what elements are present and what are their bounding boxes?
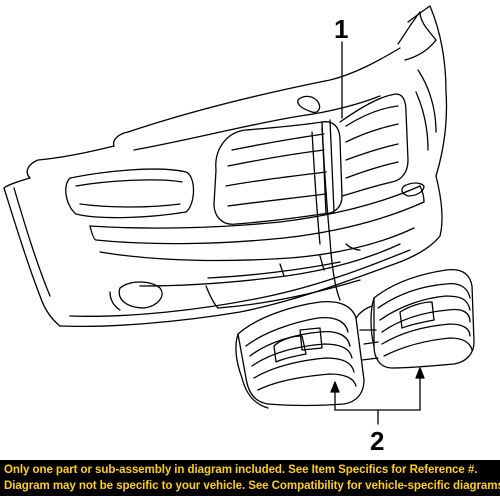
callout-1: 1: [334, 14, 348, 119]
callout-2-label: 2: [370, 426, 384, 456]
grille-assembly-right-half: [359, 268, 475, 369]
parts-diagram: 1 2: [3, 5, 475, 456]
callout-1-label: 1: [334, 14, 348, 44]
callout-2: 2: [330, 367, 425, 456]
front-bumper-fascia: [3, 5, 448, 328]
disclaimer-banner: Only one part or sub-assembly in diagram…: [0, 460, 500, 496]
left-headlamp: [65, 168, 195, 219]
grille-opening: [213, 93, 409, 225]
disclaimer-line-1: Only one part or sub-assembly in diagram…: [4, 463, 478, 476]
right-fog-lamp: [401, 182, 425, 197]
grille-assembly-left-half: [235, 300, 373, 409]
disclaimer-line-2: Diagram may not be specific to your vehi…: [4, 479, 500, 492]
left-fog-lamp: [109, 281, 163, 311]
